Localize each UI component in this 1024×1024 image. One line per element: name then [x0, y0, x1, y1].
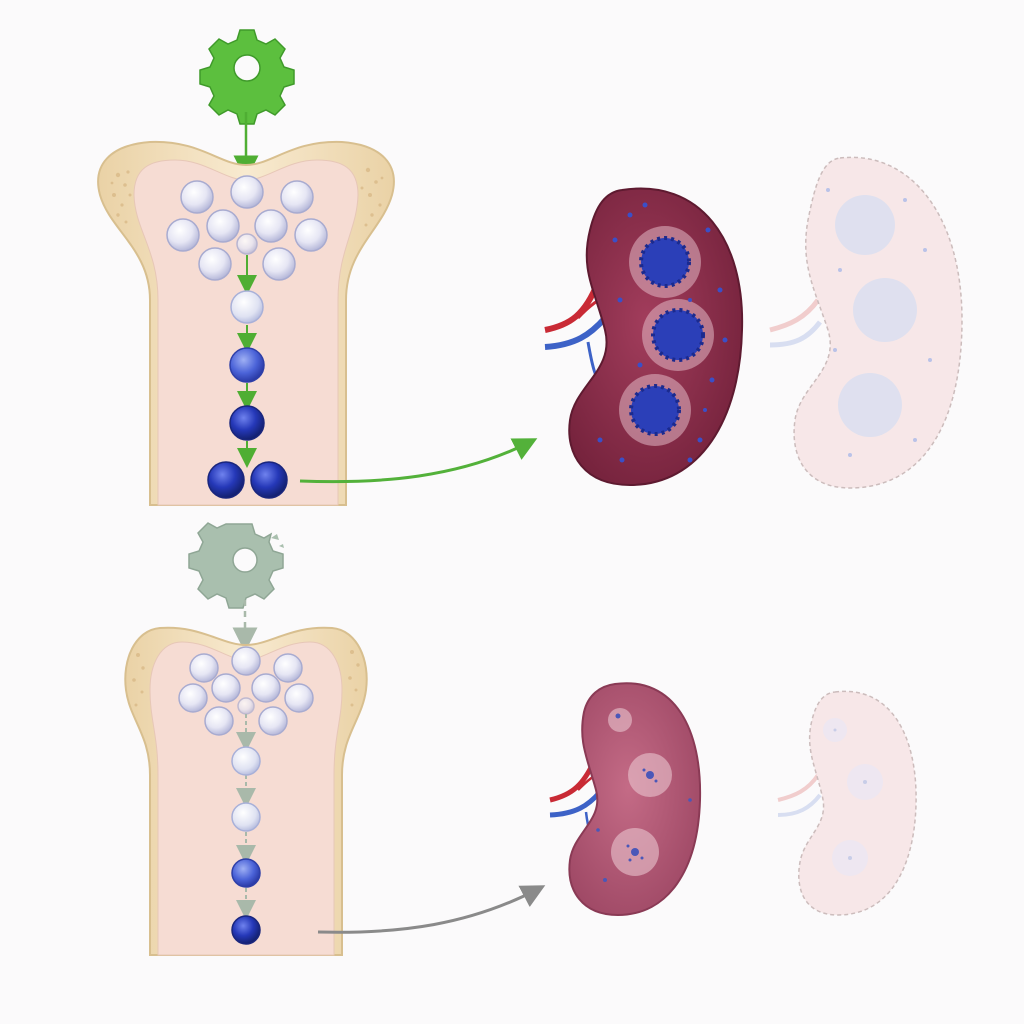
gear-icon: [199, 29, 295, 125]
stem-cell: [204, 706, 234, 736]
stem-cell-cluster: [178, 646, 314, 736]
panel-disrupted: [124, 522, 917, 956]
stem-cell: [280, 180, 314, 214]
stem-cell: [166, 218, 200, 252]
export-arrow-weak: [317, 885, 546, 934]
stem-cell: [198, 247, 232, 281]
precursor-cell: [231, 802, 261, 832]
intermediate-cell: [231, 858, 261, 888]
stem-cell: [294, 218, 328, 252]
mature-cell: [207, 461, 245, 499]
stem-cell-cluster: [166, 175, 328, 281]
spleen-outline-faded: [798, 690, 917, 916]
stem-cell: [180, 180, 214, 214]
stem-cell: [178, 683, 208, 713]
mature-cell: [250, 461, 288, 499]
spleen-body: [568, 682, 702, 917]
stem-cell: [251, 673, 281, 703]
follicle-depleted: [611, 828, 659, 876]
stem-cell: [254, 209, 288, 243]
stem-cell: [262, 247, 296, 281]
mature-cell: [231, 915, 261, 945]
stem-cell: [236, 233, 258, 255]
progenitor-cell: [230, 290, 264, 324]
export-arrow: [299, 438, 538, 484]
intermediate-cell: [229, 405, 265, 441]
spongy-bone-right: [360, 167, 384, 227]
vein: [544, 316, 608, 350]
precursor-cell: [229, 347, 265, 383]
stem-cell: [273, 653, 303, 683]
stem-cell: [189, 653, 219, 683]
spleen-faded-reference: [769, 156, 963, 489]
stem-cell: [237, 697, 255, 715]
follicle: [642, 299, 714, 371]
panel-normal: [97, 29, 963, 506]
stem-cell: [206, 209, 240, 243]
stem-cell: [211, 673, 241, 703]
stem-cell: [231, 646, 261, 676]
spleen-populated: [544, 187, 744, 487]
stem-cell: [230, 175, 264, 209]
spleen-faded-reference: [777, 690, 917, 916]
scattered-lymphocytes: [597, 202, 728, 463]
follicle: [619, 374, 691, 446]
gear-fragment: [271, 534, 279, 540]
follicle-depleted: [628, 753, 672, 797]
follicle: [629, 226, 701, 298]
stem-cell: [258, 706, 288, 736]
follicle-depleted: [608, 708, 632, 732]
spongy-bone-left: [110, 170, 132, 224]
broken-gear-icon: [188, 522, 284, 609]
gear-fragment: [279, 544, 284, 548]
spleen-depleted: [549, 682, 702, 917]
stem-cell: [284, 683, 314, 713]
progenitor-cell: [231, 746, 261, 776]
